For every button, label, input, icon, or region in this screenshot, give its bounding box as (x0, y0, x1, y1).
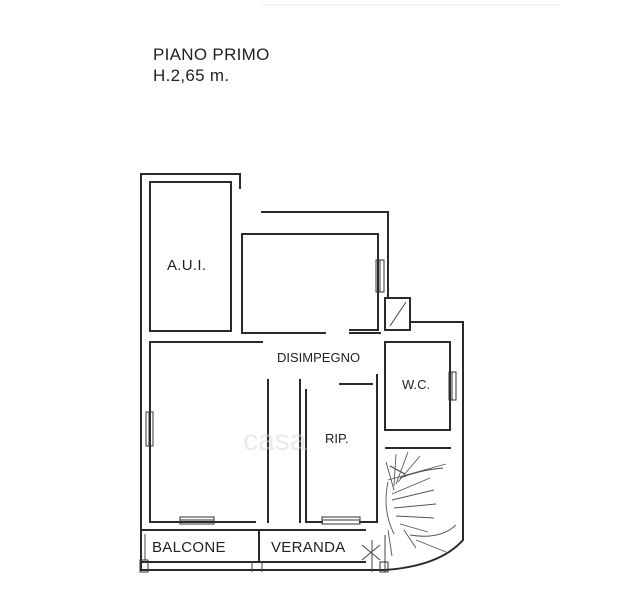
plan-header: PIANO PRIMO H.2,65 m. (153, 44, 270, 86)
staircase (361, 447, 457, 572)
floor-title: PIANO PRIMO (153, 45, 270, 64)
aui-room (149, 181, 232, 332)
rip-room (299, 374, 378, 525)
room-label-disimpegno: DISIMPEGNO (277, 350, 360, 365)
room-label-rip: RIP. (325, 431, 349, 446)
ceiling-height: H.2,65 m. (153, 66, 230, 85)
room-label-aui: A.U.I. (167, 257, 206, 274)
balcony-veranda (139, 529, 389, 573)
room-label-balcone: BALCONE (152, 539, 226, 556)
room-label-wc: W.C. (402, 377, 430, 392)
large-room (145, 341, 269, 525)
outer-walls (140, 173, 464, 572)
wc-room (384, 341, 457, 431)
room-label-veranda: VERANDA (271, 539, 346, 556)
watermark-text: casa (243, 424, 307, 457)
corridor-walls (349, 332, 451, 431)
upper-room (241, 233, 385, 334)
